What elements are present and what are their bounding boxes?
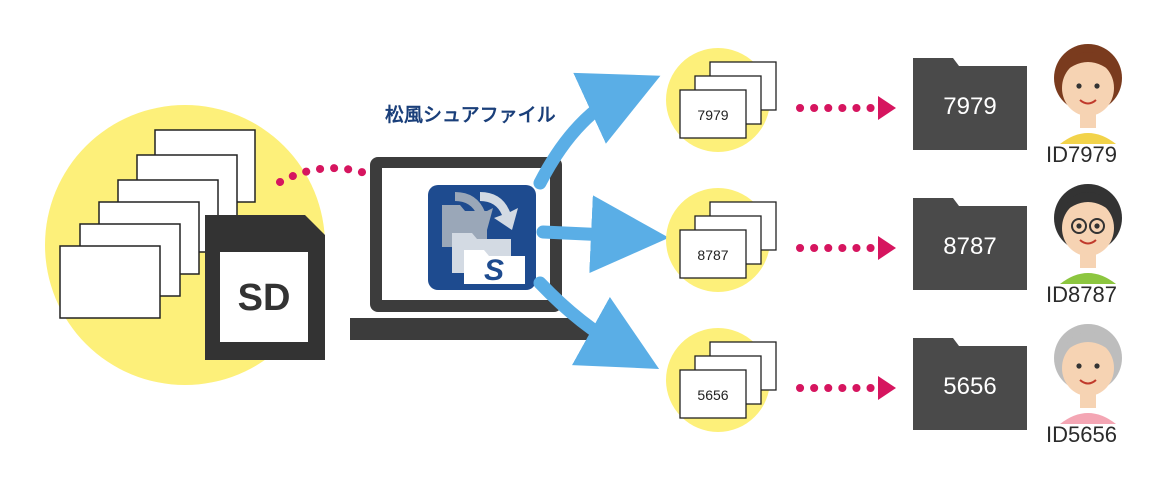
photo-number-label: 5656 xyxy=(697,387,728,403)
elderly-woman-avatar-icon xyxy=(1054,324,1122,424)
sd-card-label: SD xyxy=(238,277,291,319)
photo-stack xyxy=(679,201,777,279)
patient-row: 8787 8787 xyxy=(666,184,1122,292)
app-title: 松風シュアファイル xyxy=(385,104,556,126)
patient-row: 5656 5656 xyxy=(666,324,1122,432)
photo-sheet xyxy=(679,229,747,279)
patient-folder-icon xyxy=(913,58,1027,150)
dots-arrow-head xyxy=(878,376,896,400)
blue-arrow-middle xyxy=(536,195,669,274)
photo-number-label: 7979 xyxy=(697,107,728,123)
sd-card-icon: SD xyxy=(205,215,325,360)
patient-row: 7979 7979 xyxy=(666,44,1122,152)
photo-sheet xyxy=(59,245,161,319)
patient-id-label: ID7979 xyxy=(1046,142,1117,167)
photo-sheet xyxy=(679,369,747,419)
patient-folder-icon xyxy=(913,198,1027,290)
app-logo-letter: S xyxy=(484,254,504,287)
distribution-arrows xyxy=(533,72,669,369)
patient-id-label: ID8787 xyxy=(1046,282,1117,307)
man-glasses-avatar-icon xyxy=(1054,184,1122,284)
dots-arrow-head xyxy=(878,236,896,260)
blue-arrow-bottom xyxy=(533,276,660,369)
dots-arrow-head xyxy=(878,96,896,120)
photo-number-label: 8787 xyxy=(697,247,728,263)
blue-arrow-top xyxy=(533,72,661,190)
folder-number-label: 7979 xyxy=(943,93,996,120)
photo-stack xyxy=(59,129,256,319)
app-logo-icon: S xyxy=(428,185,536,290)
folder-number-label: 5656 xyxy=(943,373,996,400)
patient-folder-icon xyxy=(913,338,1027,430)
photo-stack xyxy=(679,61,777,139)
sd-source-group: SD xyxy=(45,105,325,385)
woman-avatar-icon xyxy=(1054,44,1122,144)
patient-id-label: ID5656 xyxy=(1046,422,1117,447)
photo-sheet xyxy=(679,89,747,139)
photo-stack xyxy=(679,341,777,419)
folder-number-label: 8787 xyxy=(943,233,996,260)
